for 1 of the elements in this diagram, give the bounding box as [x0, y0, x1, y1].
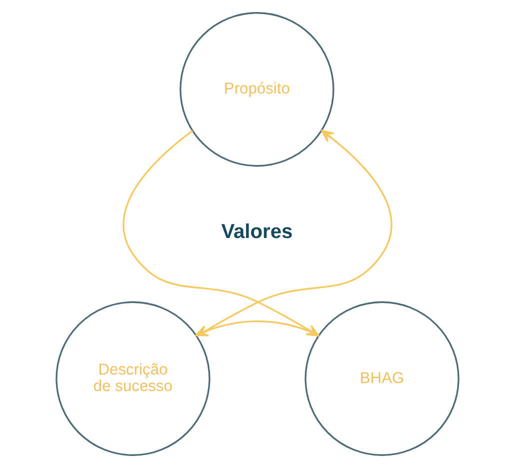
label: Valores	[220, 220, 292, 243]
